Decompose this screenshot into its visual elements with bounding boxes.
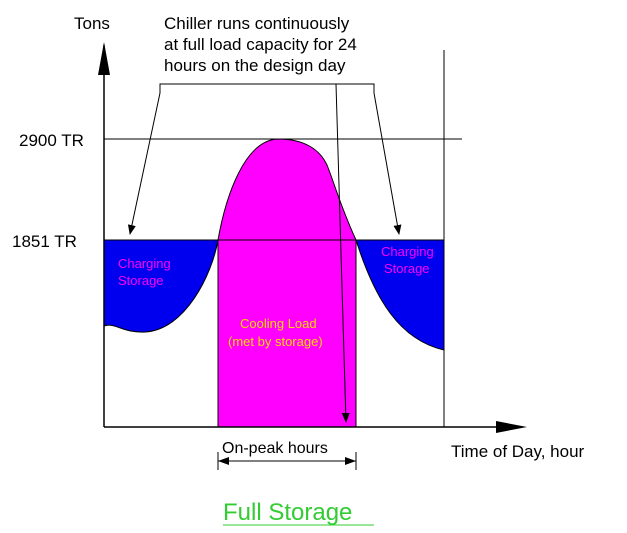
on-peak-label: On-peak hours (222, 440, 328, 457)
x-axis-label: Time of Day, hour (451, 442, 585, 461)
charging-storage-left-label-1: Charging (118, 256, 171, 271)
chiller-note-line-2: at full load capacity for 24 (164, 35, 357, 54)
chiller-note-line-3: hours on the design day (164, 56, 346, 75)
charging-storage-left-label-2: Storage (118, 273, 164, 288)
on-peak-arrow-right (345, 457, 356, 465)
cooling-load-region (217, 138, 357, 428)
x-axis-arrowhead (496, 421, 527, 433)
cooling-load-label-2: (met by storage) (228, 334, 323, 349)
chiller-note-line-1: Chiller runs continuously (164, 14, 350, 33)
y-axis-label: Tons (74, 14, 110, 33)
callout-arrow-left (127, 92, 161, 235)
peak-level-label: 2900 TR (19, 131, 84, 150)
charging-storage-right-label-2: Storage (384, 261, 430, 276)
charging-storage-right-label-1: Charging (381, 244, 434, 259)
chiller-level-label: 1851 TR (12, 232, 77, 251)
callout-bracket (159, 83, 375, 93)
callout-arrow-right (373, 92, 402, 235)
charging-storage-left-region (103, 239, 219, 333)
on-peak-arrow-left (218, 457, 229, 465)
callout-arrow-center (335, 83, 350, 423)
y-axis-arrowhead (98, 42, 110, 75)
diagram-title: Full Storage (223, 499, 352, 526)
cooling-load-label-1: Cooling Load (240, 316, 317, 331)
